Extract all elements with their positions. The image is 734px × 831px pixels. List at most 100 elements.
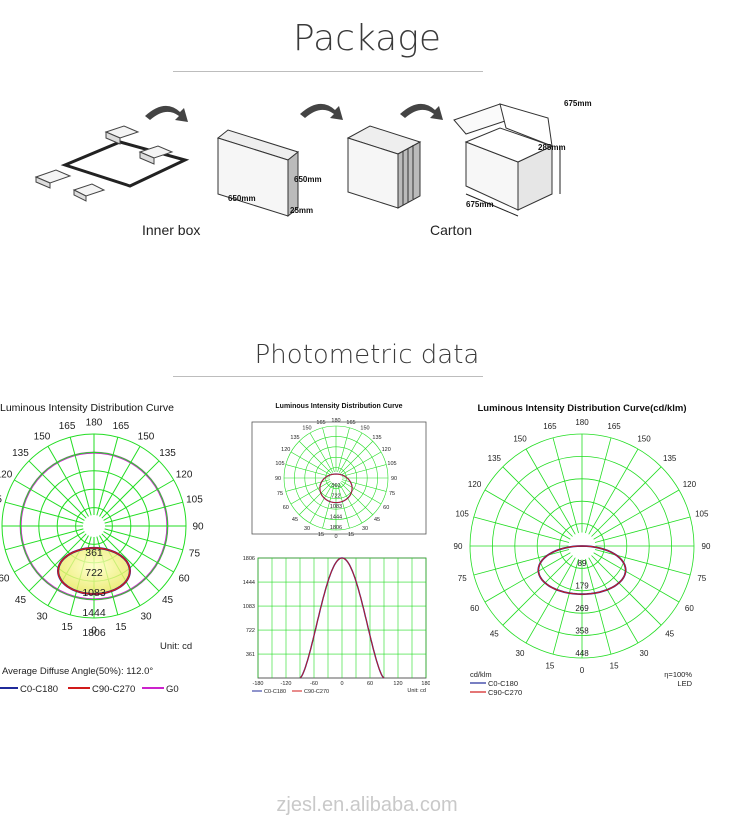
c90-curve <box>57 547 131 595</box>
polar-spoke <box>341 479 387 492</box>
polar-spoke <box>594 516 691 543</box>
inner-box-depth-dim: 25mm <box>290 206 314 215</box>
polar-chart-1: Luminous Intensity Distribution Curve 180… <box>0 402 204 695</box>
radial-label: 361 <box>85 547 103 559</box>
x-tick-label: -60 <box>310 681 318 687</box>
polar-spoke <box>299 441 332 474</box>
polar-spoke <box>28 460 87 519</box>
angle-label: 150 <box>302 426 311 432</box>
legend-label: G0 <box>166 684 179 695</box>
angle-label: 90 <box>391 476 397 482</box>
angle-label: 150 <box>138 431 155 442</box>
angle-label: 165 <box>113 421 130 432</box>
polar-spoke <box>285 464 331 477</box>
legend-label: C0-C180 <box>20 684 58 695</box>
x-tick-label: 0 <box>340 681 343 687</box>
radial-label: 1806 <box>330 525 342 531</box>
angle-label: 135 <box>12 448 29 459</box>
angle-label: 105 <box>0 495 2 506</box>
radial-label: 89 <box>578 559 587 568</box>
inner-box-width-dim: 650mm <box>228 194 256 203</box>
polar-spoke <box>473 516 570 543</box>
chart-title: Luminous Intensity Distribution Curve <box>275 403 402 410</box>
angle-label: 180 <box>86 418 103 429</box>
angle-label: 60 <box>470 604 479 613</box>
polar-spoke <box>484 552 571 603</box>
angle-label: 165 <box>316 420 325 426</box>
radial-label: 722 <box>331 494 340 500</box>
arrow-2-icon <box>300 103 343 120</box>
polar-spoke <box>322 483 335 529</box>
y-tick-label: 1083 <box>243 604 255 610</box>
efficiency-label: η=100% <box>664 670 692 679</box>
chart-title: Luminous Intensity Distribution Curve(cd… <box>477 403 686 414</box>
angle-label: 90 <box>454 542 463 551</box>
angle-label: 75 <box>189 548 201 559</box>
angle-label: 105 <box>387 461 396 467</box>
legend-label: C90-C270 <box>92 684 135 695</box>
x-tick-label: -120 <box>280 681 291 687</box>
y-tick-label: 1806 <box>243 556 255 562</box>
angle-label: 30 <box>36 612 48 623</box>
angle-label: 30 <box>640 649 649 658</box>
polar-spoke <box>340 441 373 474</box>
polar-spoke <box>14 479 85 521</box>
legend-label: C90-C270 <box>488 688 522 697</box>
polar-spoke <box>103 479 174 521</box>
diffuse-angle-note: Average Diffuse Angle(50%): 112.0° <box>2 666 153 677</box>
carton-height-dim: 285mm <box>538 143 566 152</box>
polar-spoke <box>309 483 334 524</box>
polar-spoke <box>594 549 691 576</box>
angle-label: 75 <box>277 491 283 497</box>
polar-spoke <box>552 437 579 534</box>
arrow-3-icon <box>400 103 443 120</box>
legend-label: C90-C270 <box>304 689 329 695</box>
polar-spoke <box>299 482 332 515</box>
angle-label: 30 <box>516 649 525 658</box>
angle-label: 15 <box>348 532 354 538</box>
polar-spoke <box>588 557 639 644</box>
angle-label: 150 <box>637 434 651 443</box>
polar-spoke <box>593 489 680 540</box>
unit-label: cd/klm <box>470 670 492 679</box>
polar-spoke <box>341 480 382 505</box>
angle-label: 150 <box>513 434 527 443</box>
chart-frame <box>251 421 427 535</box>
inner-box-label: Inner box <box>142 222 201 238</box>
arrow-1-icon <box>145 105 188 122</box>
angle-label: 105 <box>695 510 709 519</box>
angle-label: 75 <box>458 574 467 583</box>
angle-label: 165 <box>543 422 557 431</box>
angle-label: 60 <box>383 505 389 511</box>
angle-label: 120 <box>0 470 13 481</box>
angle-label: 15 <box>318 532 324 538</box>
polar-spoke <box>502 466 573 537</box>
angle-label: 135 <box>663 454 677 463</box>
c90-curve <box>319 473 353 504</box>
angle-label: 135 <box>372 435 381 441</box>
polar-spoke <box>337 427 350 473</box>
angle-label: 15 <box>115 622 127 633</box>
polar-spoke <box>290 480 331 505</box>
polar-spoke <box>285 479 331 492</box>
inner-box-drawing <box>216 129 300 218</box>
polar-spoke <box>473 549 570 576</box>
angle-label: 135 <box>159 448 176 459</box>
chart-title: Luminous Intensity Distribution Curve <box>0 402 174 414</box>
radial-label: 722 <box>85 567 103 579</box>
radial-label: 1444 <box>82 607 106 619</box>
angle-label: 165 <box>346 420 355 426</box>
angle-label: 60 <box>179 574 191 585</box>
polar-spoke <box>338 432 363 473</box>
y-tick-label: 1444 <box>243 580 255 586</box>
angle-label: 45 <box>15 595 27 606</box>
polar-spoke <box>585 558 612 655</box>
polar-chart-2: Luminous Intensity Distribution Curve 180… <box>251 403 427 538</box>
c90-line <box>299 557 385 679</box>
package-divider <box>173 71 483 72</box>
polar-spoke <box>69 437 92 516</box>
angle-label: 45 <box>665 629 674 638</box>
unit-label: Unit: cd <box>160 641 192 652</box>
polar-spoke <box>101 533 160 592</box>
